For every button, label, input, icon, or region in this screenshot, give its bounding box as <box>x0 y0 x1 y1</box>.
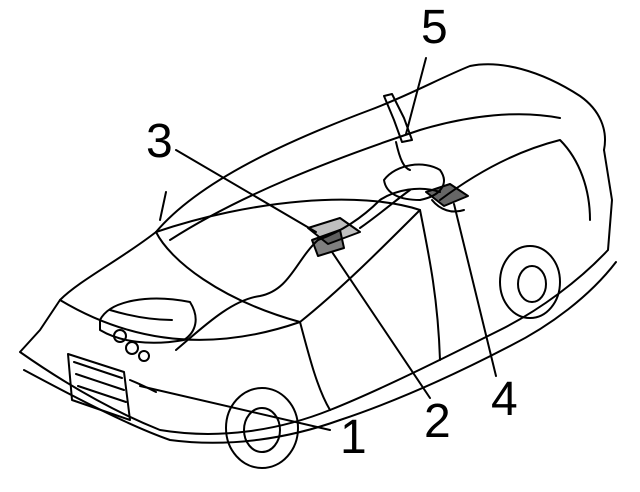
grille <box>67 353 131 421</box>
leader-lines <box>139 57 497 431</box>
callout-number-2: 2 <box>424 395 451 448</box>
fuel-pump-module <box>425 183 469 213</box>
air-intake <box>99 297 197 344</box>
control-unit <box>307 217 361 257</box>
door-line-front <box>299 321 331 411</box>
car-body <box>19 63 617 469</box>
front-wheel <box>225 387 299 469</box>
engine-components <box>99 297 197 393</box>
hood <box>59 231 301 341</box>
callout-number-1: 1 <box>340 411 367 464</box>
front-lower <box>23 369 341 444</box>
front-bumper <box>19 299 331 435</box>
antenna <box>159 191 167 221</box>
fuel-filler <box>383 93 445 201</box>
roof-outline <box>155 63 606 233</box>
callout-number-5: 5 <box>421 1 448 54</box>
callout-number-4: 4 <box>491 373 518 426</box>
callout-number-3: 3 <box>146 115 173 168</box>
windshield <box>155 198 421 323</box>
rear-window <box>439 139 591 221</box>
rear-wheel <box>499 245 561 319</box>
side-lower <box>339 261 617 421</box>
roof-line <box>169 113 561 241</box>
door-line-rear <box>419 209 441 361</box>
side-body <box>329 149 613 411</box>
